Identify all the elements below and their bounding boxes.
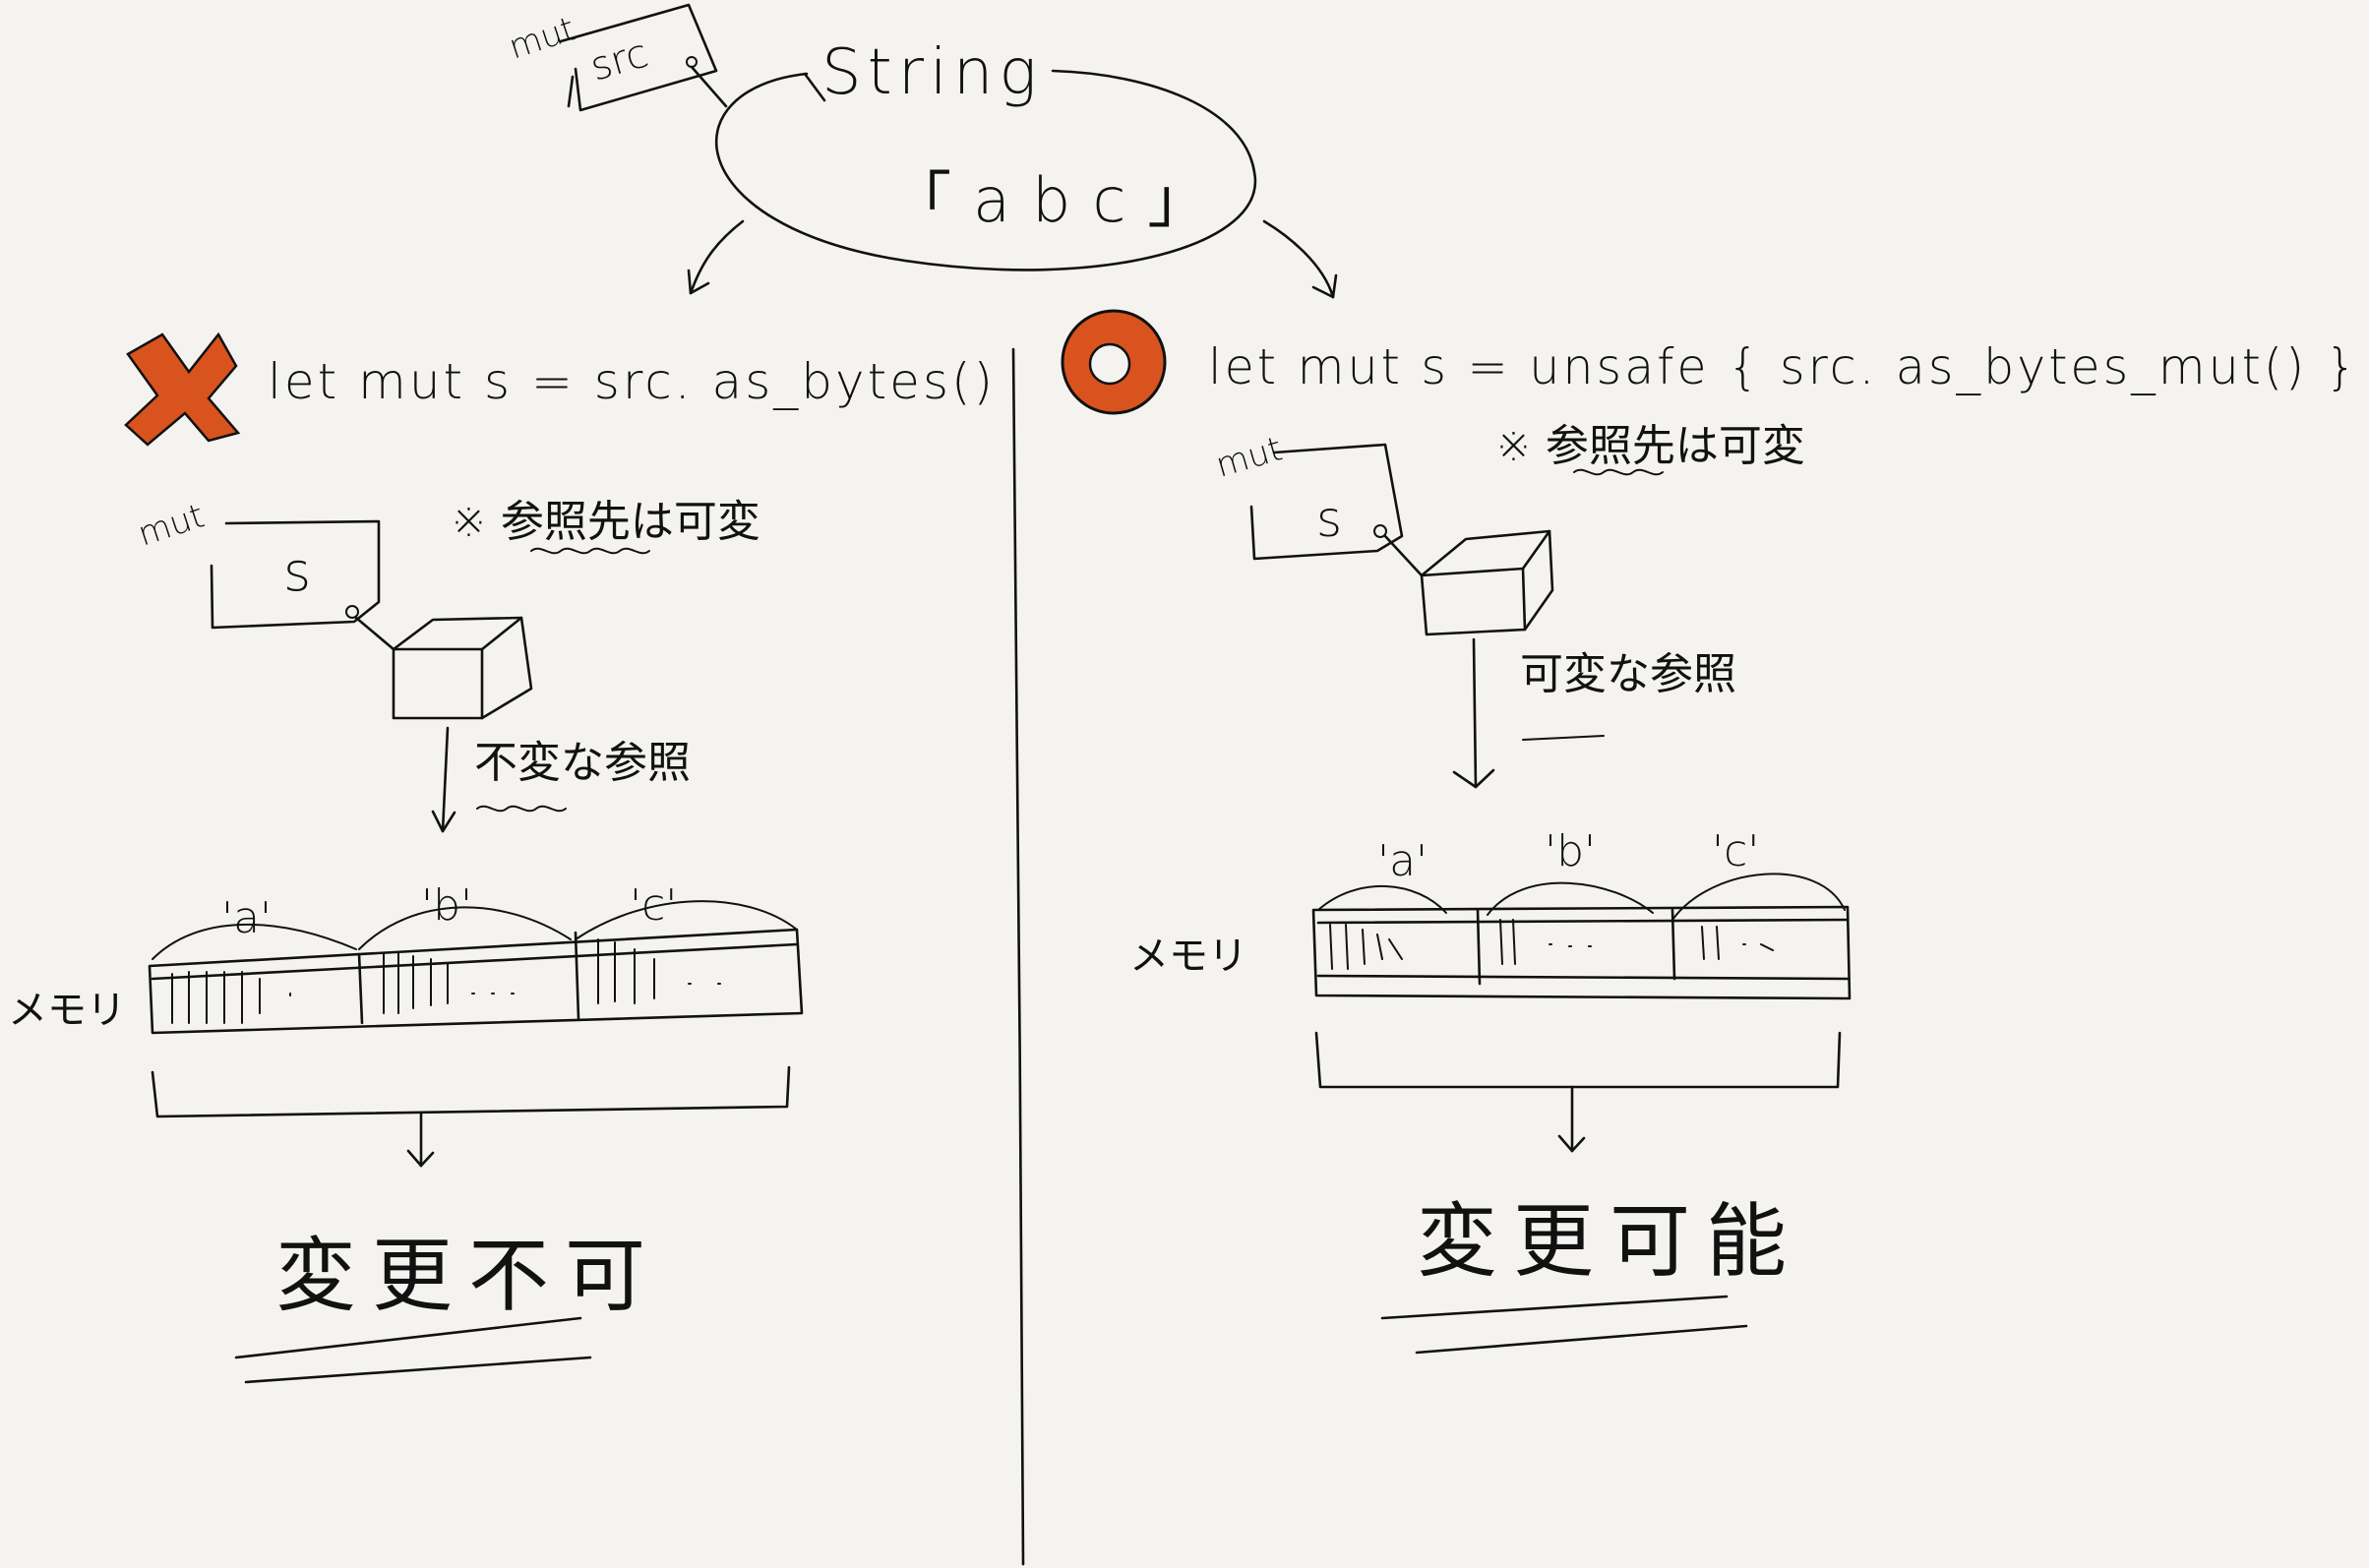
right-char-c: 'c' <box>1712 826 1759 876</box>
left-pointer-cube <box>392 616 533 720</box>
right-pointer-cube <box>1420 529 1554 636</box>
right-ref-label: 可変な参照 <box>1520 649 1736 699</box>
right-result: 変更可能 <box>1417 1195 1802 1289</box>
string-value: 「abc」 <box>890 164 1230 236</box>
left-char-b: 'b' <box>421 880 472 931</box>
left-var-mut: mut <box>133 497 209 555</box>
string-node: String 「abc」 <box>714 36 1257 271</box>
left-memory-bar <box>148 928 804 1035</box>
left-char-c: 'c' <box>630 880 677 931</box>
right-bracket <box>1314 1031 1842 1089</box>
left-verdict-cross-icon <box>124 332 241 447</box>
left-memory-label: メモリ <box>8 988 126 1033</box>
left-code-line: let mut s = src. as_bytes() <box>268 353 996 410</box>
left-branch-arrow <box>689 219 745 295</box>
left-ref-arrow <box>441 726 450 833</box>
right-char-a: 'a' <box>1377 836 1427 886</box>
right-verdict-circle-icon <box>1061 309 1167 415</box>
right-var-name: s <box>1316 491 1342 548</box>
right-branch-arrow <box>1262 219 1335 299</box>
right-note: ※ 参照先は可変 <box>1495 421 1805 471</box>
left-var-name: s <box>283 541 311 603</box>
right-var-mut: mut <box>1211 429 1286 485</box>
right-result-underline-2 <box>1415 1324 1748 1355</box>
right-memory-bar <box>1311 905 1852 1000</box>
right-char-b: 'b' <box>1545 826 1596 876</box>
right-variable-box: mut s <box>1211 429 1424 577</box>
right-ref-arrow <box>1472 637 1478 789</box>
left-bracket <box>151 1065 791 1118</box>
left-result-underline-1 <box>234 1316 582 1359</box>
left-result: 変更不可 <box>275 1230 661 1323</box>
left-result-underline-2 <box>244 1356 592 1384</box>
left-note: ※ 参照先は可変 <box>451 497 760 547</box>
left-char-a: 'a' <box>221 893 272 943</box>
right-code-line: let mut s = unsafe { src. as_bytes_mut()… <box>1208 338 2359 395</box>
left-variable-box: mut s <box>133 497 395 651</box>
right-result-underline-1 <box>1380 1295 1729 1320</box>
center-divider <box>1011 347 1025 1566</box>
left-ref-label: 不変な参照 <box>474 738 691 788</box>
src-variable-box: mut src <box>504 3 728 112</box>
right-memory-label: メモリ <box>1129 934 1247 979</box>
src-name-label: src <box>585 30 653 90</box>
string-title: String <box>821 36 1043 109</box>
